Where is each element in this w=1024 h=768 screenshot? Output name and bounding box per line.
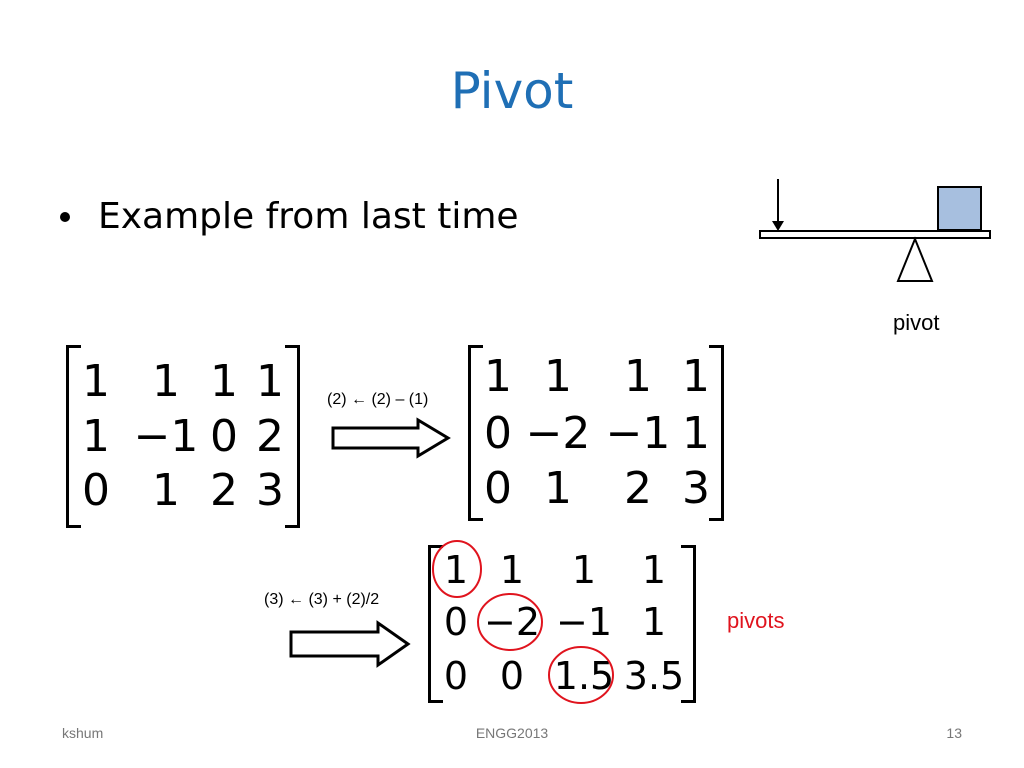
matrix-original: 1 1 1 1 1 −1 0 2 0 1 2 3 — [66, 345, 300, 528]
matrix-cell: 1 — [544, 351, 572, 402]
matrix-cell: −1 — [133, 411, 199, 462]
pivots-label: pivots — [727, 608, 785, 633]
matrix-cell: 1 — [499, 548, 525, 592]
matrix-cell: 3 — [256, 465, 284, 516]
bullet-dot-icon — [60, 211, 70, 222]
matrix-cell: 1 — [484, 351, 512, 402]
right-bracket — [285, 345, 300, 528]
left-bracket — [66, 345, 81, 528]
lever-beam — [759, 230, 991, 239]
matrix-cell: 1 — [152, 465, 180, 516]
left-bracket — [468, 345, 483, 521]
matrix-cell: 2 — [256, 411, 284, 462]
matrix-cell: 0 — [484, 463, 512, 514]
matrix-cell: 0 — [443, 654, 469, 698]
matrix-step-1: 1 1 1 1 0 −2 −1 1 0 1 2 3 — [468, 345, 724, 521]
matrix-cell: 0 — [82, 465, 110, 516]
matrix-cell: −2 — [483, 600, 541, 644]
matrix-cell: 3.5 — [623, 654, 685, 698]
matrix-cell: 1.5 — [553, 654, 615, 698]
matrix-cell: 1 — [82, 356, 110, 407]
matrix-cell: 1 — [641, 600, 667, 644]
page-number: 13 — [946, 725, 962, 741]
pivot-label: pivot — [893, 310, 940, 335]
matrix-cell: 1 — [443, 548, 469, 592]
right-arrow-icon — [289, 620, 411, 668]
bullet-text: Example from last time — [98, 196, 519, 237]
right-bracket — [681, 545, 696, 703]
right-arrow-icon — [331, 417, 451, 459]
slide-title: Pivot — [450, 62, 574, 120]
footer-course: ENGG2013 — [475, 725, 549, 741]
matrix-cell: 2 — [210, 465, 238, 516]
matrix-cell: −1 — [555, 600, 613, 644]
row-operation-2: (3) ← (3) + (2)/2 — [264, 591, 380, 608]
lever-diagram — [759, 179, 991, 282]
weight-block — [937, 186, 982, 231]
matrix-cell: −2 — [525, 408, 591, 459]
row-operation-1: (2) ← (2) – (1) — [327, 391, 429, 408]
matrix-cell: 2 — [624, 463, 652, 514]
matrix-cell: −1 — [605, 408, 671, 459]
force-arrow-icon — [772, 221, 784, 231]
matrix-cell: 1 — [256, 356, 284, 407]
matrix-cell: 0 — [484, 408, 512, 459]
matrix-cell: 1 — [682, 408, 710, 459]
matrix-cell: 1 — [152, 356, 180, 407]
footer-author: kshum — [62, 725, 104, 741]
matrix-cell: 1 — [82, 411, 110, 462]
matrix-cell: 0 — [499, 654, 525, 698]
matrix-cell: 1 — [571, 548, 597, 592]
matrix-cell: 3 — [682, 463, 710, 514]
fulcrum-triangle-icon — [896, 236, 934, 282]
matrix-cell: 1 — [210, 356, 238, 407]
matrix-cell: 0 — [210, 411, 238, 462]
right-bracket — [709, 345, 724, 521]
matrix-cell: 1 — [624, 351, 652, 402]
matrix-cell: 0 — [443, 600, 469, 644]
matrix-cell: 1 — [641, 548, 667, 592]
matrix-cell: 1 — [682, 351, 710, 402]
matrix-cell: 1 — [544, 463, 572, 514]
matrix-echelon: 1 1 1 1 0 −2 −1 1 0 0 1.5 3.5 — [428, 545, 696, 703]
bullet-item: Example from last time — [60, 196, 519, 237]
